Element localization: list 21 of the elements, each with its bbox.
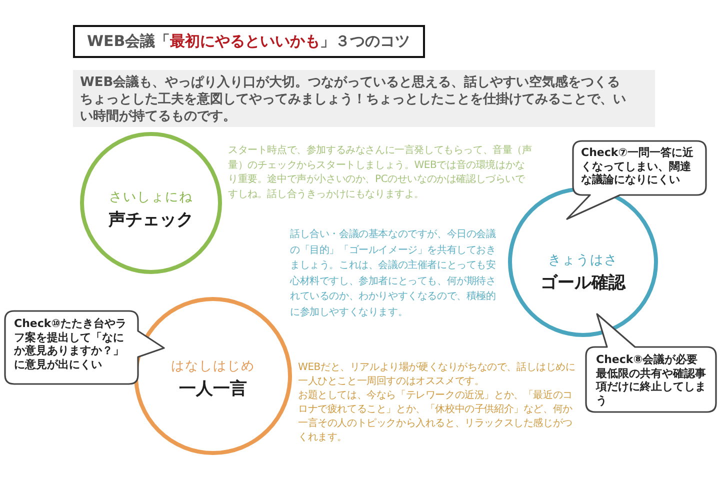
callout-text: Check⑦一問一答に近くなってしまい、闊達な議論になりにくい: [581, 146, 695, 186]
callout-text: Check⑩たたき台やラフ案を提出して「なにか意見ありますか？」に意見が出にくい: [14, 317, 128, 371]
callout-text: Check⑧会議が必要最低限の共有や確認事項だけに終止してしまう: [596, 353, 707, 407]
topic-heading: ゴール確認: [540, 272, 626, 294]
topic-circle: [134, 297, 292, 455]
description-text: お題としては、今なら「テレワークの近況」とか、「最近のコロナで疲れてること」とか、「休校中の子供紹介」など、何か一言その人のトピックから入れると、リラックスした感じがつくれます。: [298, 389, 574, 445]
topic-circle: [80, 132, 222, 274]
speech-bubble: [565, 140, 708, 222]
description-text: スタート時点で、参加するみなさんに一言発してもらって、音量（声量）のチェックからスタートしましょう。WEBでは音の環境はかなり重要。途中で声が小さいのか、PCのせいなのかは確認しづらいですしね。話し合うきっかけにもなりますよ。: [228, 144, 533, 202]
topic-subtitle: はなしはじめ: [171, 358, 255, 374]
description-text: 話し合い・会議の基本なのですが、今日の会議の「目的」「ゴールイメージ」を共有しておきましょう。これは、会議の主催者にとっても安心材料ですし、参加者にとっても、何が期待されているのか、わかりやすくなるので、積極的に参加しやすくなります。: [290, 228, 497, 320]
speech-bubble: [585, 312, 717, 414]
topic-circle: [508, 187, 658, 337]
description-text: WEBだと、リアルより場が硬くなりがちなので、話しはじめに一人ひとこと一周回すのはオススメです。: [298, 361, 576, 389]
topic-heading: 声チェック: [108, 208, 194, 230]
intro-text: WEB会議も、やっぱり入り口が大切。つながっていると思える、話しやすい空気感をつくるちょっとした工夫を意図してやってみましょう！ちょっとしたことを仕掛けてみることで、いい時間が持てるものです。: [80, 74, 627, 125]
title: WEB会議「最初にやるといいかも」３つのコツ: [73, 25, 425, 58]
speech-bubble: [4, 310, 167, 386]
topic-heading: 一人一言: [179, 378, 247, 400]
topic-subtitle: さいしょにね: [109, 188, 193, 206]
topic-subtitle: きょうはさ: [548, 252, 618, 268]
